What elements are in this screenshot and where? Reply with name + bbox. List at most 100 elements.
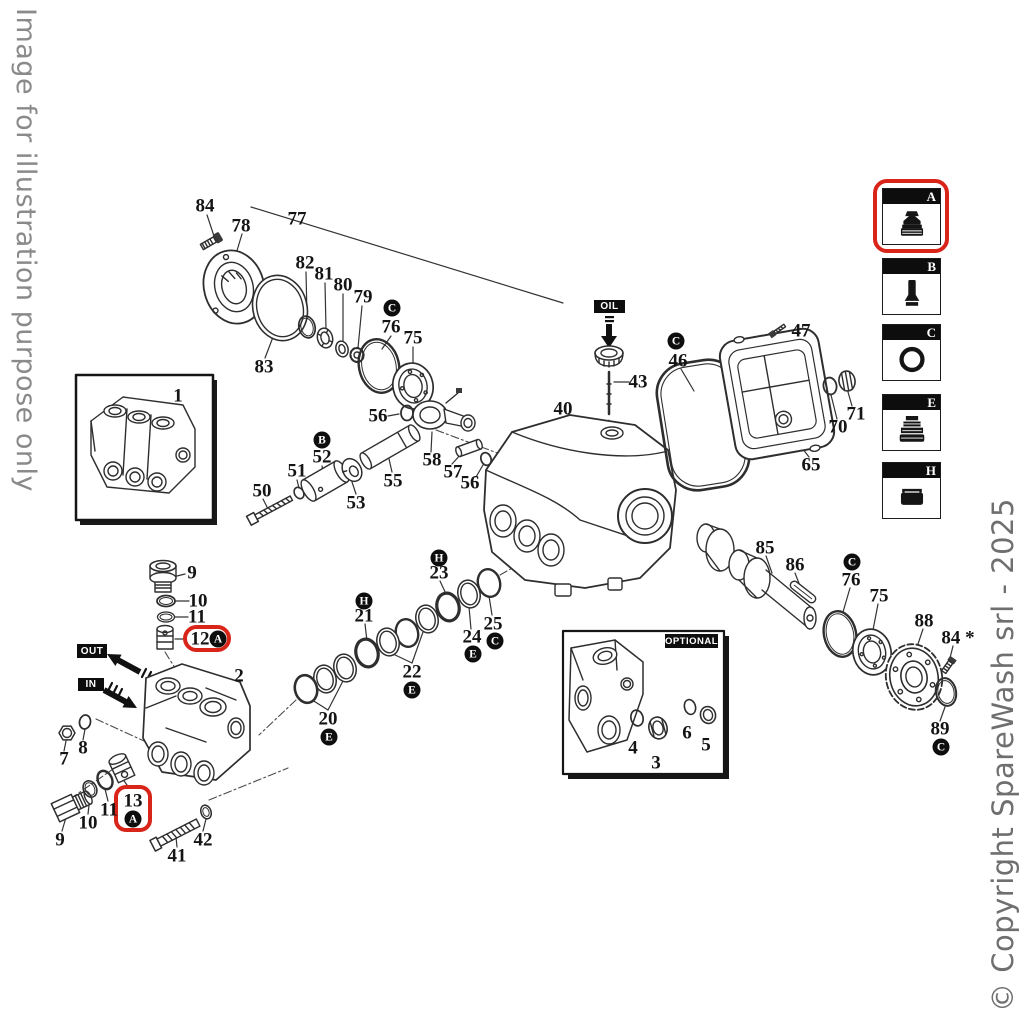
part-53-washer: [341, 457, 363, 483]
part-42-washer: [199, 804, 213, 820]
part-number-label: 79: [353, 286, 373, 308]
part-number-label: 56: [368, 405, 388, 427]
part-number-label: 71: [846, 403, 866, 425]
letter-badge: A: [124, 810, 142, 828]
part-7-plug: [58, 725, 76, 741]
letter-badge: H: [355, 592, 373, 610]
letter-badge: C: [667, 332, 685, 350]
legend-letter: B: [883, 259, 940, 274]
part-number-label: 82: [295, 252, 315, 274]
part-number-label: 43: [628, 371, 648, 393]
legend-item-b[interactable]: B: [882, 258, 941, 315]
part-55-plunger-rod: [359, 424, 421, 470]
part-optional-manifold: [568, 639, 644, 753]
part-76-oring-rear: [822, 610, 858, 658]
highlight-box-part-13[interactable]: [114, 785, 152, 832]
part-2-manifold: [142, 663, 251, 786]
legend-item-a[interactable]: A: [882, 188, 941, 245]
part-9-plug-top: [149, 559, 177, 593]
part-number-label: 56: [460, 472, 480, 494]
letter-badge: E: [464, 645, 482, 663]
part-75-bearing-front: [392, 362, 434, 410]
part-number-label: 24: [462, 626, 482, 648]
part-number-label: 57: [443, 461, 463, 483]
part-65-cover: [718, 327, 836, 461]
part-number-label[interactable]: 13: [123, 790, 143, 812]
part-number-label: 8: [78, 737, 88, 759]
part-number-label: 50: [252, 480, 272, 502]
oring-icon: [883, 340, 940, 378]
part-84-bolt: [199, 232, 223, 251]
part-number-label: 10: [78, 812, 98, 834]
legend-item-h[interactable]: H: [882, 462, 941, 519]
part-number-label: 46: [668, 350, 688, 372]
highlight-box-part-12[interactable]: [183, 625, 231, 652]
part-6-oring: [683, 698, 697, 716]
part-57-pin: [455, 438, 483, 458]
valve-icon: [883, 204, 940, 242]
legend-item-c[interactable]: C: [882, 324, 941, 381]
part-number-label: 76: [381, 316, 401, 338]
part-number-label: 76: [841, 569, 861, 591]
optional-tag: OPTIONAL: [664, 634, 719, 648]
plunger-icon: [883, 274, 940, 312]
letter-badge: C: [383, 299, 401, 317]
part-number-label: 81: [314, 263, 334, 285]
part-52-cylinder: [300, 460, 350, 502]
part-84b-bolt: [940, 655, 957, 675]
part-number-label: 47: [791, 320, 811, 342]
part-number-label: 70: [828, 416, 848, 438]
part-75-bearing-rear: [851, 628, 893, 676]
legend-item-e[interactable]: E: [882, 394, 941, 451]
part-number-label: 41: [167, 845, 187, 867]
part-number-label: 4: [628, 737, 638, 759]
part-number-label: 86: [785, 554, 805, 576]
letter-badge: C: [843, 553, 861, 571]
part-number-label: 20: [318, 708, 338, 730]
part-3-plug: [648, 716, 668, 740]
part-number-label: 25: [483, 613, 503, 635]
part-number-label: 21: [354, 605, 374, 627]
in-tag: IN: [78, 678, 104, 691]
letter-badge: B: [313, 431, 331, 449]
part-number-label: 80: [333, 274, 353, 296]
part-8-oring: [78, 714, 92, 730]
part-81-washer: [316, 327, 334, 349]
part-number-label: 78: [231, 215, 251, 237]
part-number-label: 65: [801, 454, 821, 476]
legend-letter: H: [883, 463, 940, 478]
part-47-screw: [768, 323, 787, 339]
part-43-dipstick: [594, 345, 624, 416]
part-1-pump-assembly: [90, 396, 196, 494]
part-number-label: 84 *: [941, 627, 975, 649]
legend-letter: C: [883, 325, 940, 340]
out-tag: OUT: [77, 644, 107, 658]
part-13-valve: [108, 753, 136, 784]
part-10-oring-b: [82, 780, 98, 798]
part-number-label: 42: [193, 829, 213, 851]
part-number-label: 55: [383, 470, 403, 492]
part-number-label: 58: [422, 449, 442, 471]
part-number-label: 11: [188, 606, 206, 628]
packing-icon: [883, 410, 940, 448]
part-number-label: 2: [234, 665, 244, 687]
part-41-bolt: [149, 818, 201, 852]
part-82-oring: [297, 315, 317, 339]
part-5-plug: [699, 705, 717, 725]
part-80-washer: [335, 340, 349, 358]
part-number-label: 10: [188, 590, 208, 612]
letter-badge: C: [486, 632, 504, 650]
part-number-label: 84: [195, 195, 215, 217]
part-88-bearing-flange-rear: [884, 643, 944, 711]
highlight-box-legend-a[interactable]: [873, 179, 949, 253]
watermark-right: © Copyright SpareWash srl - 2025: [986, 498, 1020, 1012]
oil-arrow-icon: [601, 316, 617, 348]
letter-badge: A: [209, 630, 227, 648]
oil-tag: OIL: [594, 300, 625, 313]
part-number-label: 83: [254, 356, 274, 378]
letter-badge: H: [430, 549, 448, 567]
part-40-crankcase: [483, 414, 677, 597]
part-number-label[interactable]: 12: [190, 628, 210, 650]
in-arrow-icon: [102, 681, 137, 708]
part-number-label: 3: [651, 752, 661, 774]
